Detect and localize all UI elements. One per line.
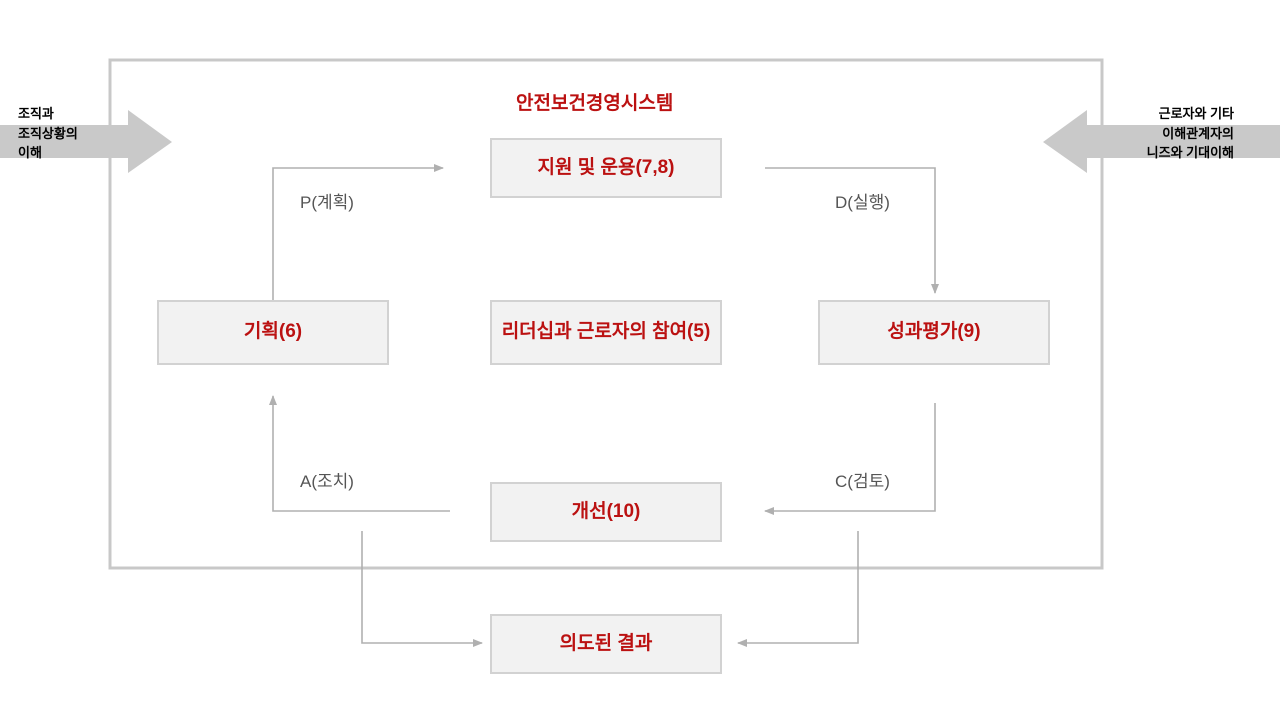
- right-input-line-3: 니즈와 기대이해: [1146, 145, 1234, 160]
- node-planning[interactable]: 기획(6): [157, 300, 389, 365]
- label-check: C(검토): [835, 472, 890, 491]
- arrow-do: [765, 167, 939, 294]
- node-support[interactable]: 지원 및 운용(7,8): [490, 138, 722, 198]
- system-frame: [108, 58, 1104, 570]
- right-input-line-2: 이해관계자의: [1162, 125, 1234, 141]
- node-improvement-label: 개선(10): [571, 500, 641, 522]
- arrow-check: [764, 403, 936, 515]
- system-title: 안전보건경영시스템: [516, 93, 674, 114]
- node-improvement[interactable]: 개선(10): [490, 482, 722, 542]
- node-outcome[interactable]: 의도된 결과: [490, 614, 722, 674]
- arrow-performance-to-outcome: [737, 531, 859, 647]
- arrow-improvement-to-outcome: [361, 531, 483, 647]
- left-block-arrow: [0, 110, 172, 173]
- right-input-text: 근로자와 기타 이해관계자의 니즈와 기대이해: [1147, 104, 1234, 163]
- left-input-line-3: 이해: [18, 145, 42, 160]
- label-act: A(조치): [300, 472, 354, 491]
- node-support-label: 지원 및 운용(7,8): [537, 156, 675, 178]
- node-performance[interactable]: 성과평가(9): [818, 300, 1050, 365]
- left-input-line-2: 조직상황의: [18, 125, 78, 141]
- left-input-line-1: 조직과: [18, 106, 54, 121]
- arrow-act: [269, 395, 450, 512]
- node-leadership[interactable]: 리더십과 근로자의 참여(5): [490, 300, 722, 365]
- arrow-plan: [272, 164, 444, 300]
- right-input-line-1: 근로자와 기타: [1158, 106, 1234, 121]
- node-planning-label: 기획(6): [243, 321, 303, 343]
- left-input-text: 조직과 조직상황의 이해: [18, 104, 78, 163]
- label-do: D(실행): [835, 193, 890, 212]
- label-plan: P(계획): [300, 193, 354, 212]
- node-leadership-label: 리더십과 근로자의 참여(5): [501, 321, 711, 343]
- right-block-arrow: [1043, 110, 1280, 173]
- node-performance-label: 성과평가(9): [887, 321, 981, 343]
- node-outcome-label: 의도된 결과: [559, 632, 653, 654]
